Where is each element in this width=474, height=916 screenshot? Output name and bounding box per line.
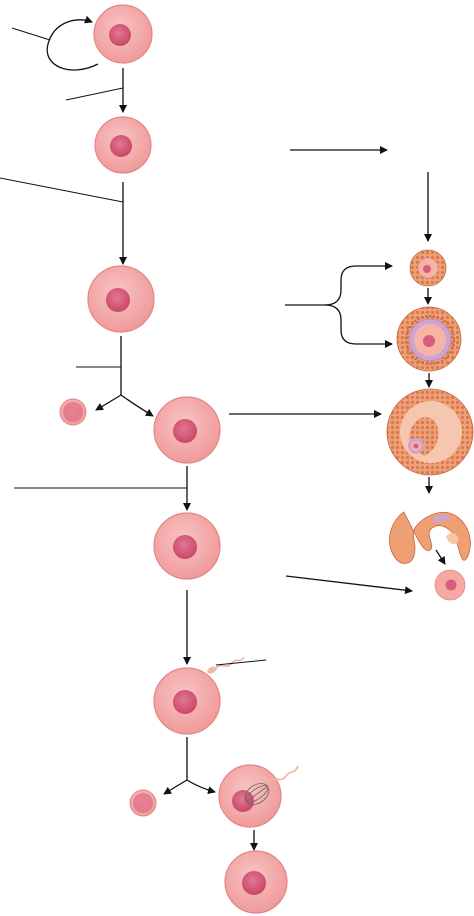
oogonium-cell-2 <box>94 116 152 174</box>
primordial-follicle-icon <box>409 249 447 287</box>
mature-follicle-icon <box>386 388 474 476</box>
fertilizing-oocyte-cell <box>153 667 221 735</box>
label-line-2 <box>65 87 124 101</box>
oogonium-cell <box>93 4 153 64</box>
primary-oocyte-cell <box>87 265 155 333</box>
arrow-to-fertilized-ovum <box>186 779 216 795</box>
sperm-icon <box>207 656 245 674</box>
ovulated-oocyte-cell <box>153 512 221 580</box>
arrow-to-polar-body-2 <box>163 779 188 795</box>
mitosis-loop-arrow <box>46 15 99 71</box>
spindle-icon <box>244 783 270 805</box>
second-polar-body <box>129 789 157 817</box>
label-line-3 <box>0 177 124 203</box>
fertilized-ovum-cell <box>218 764 282 828</box>
primary-follicle-icon <box>396 306 462 372</box>
released-oocyte-icon <box>434 569 466 601</box>
label-line-1 <box>11 27 51 41</box>
secondary-oocyte-cell <box>153 396 221 464</box>
connector-arrow-bottom <box>285 575 413 595</box>
sperm-tail-icon <box>267 765 299 783</box>
bracket-connector <box>285 262 393 348</box>
ruptured-follicle-icon <box>389 511 471 564</box>
first-polar-body <box>59 398 87 426</box>
arrow-to-polar-body-1 <box>95 394 122 411</box>
zygote-cell <box>224 850 288 914</box>
arrow-to-secondary-oocyte <box>120 394 154 417</box>
follicle-arrow-4 <box>435 549 446 565</box>
label-line-6 <box>215 659 267 666</box>
